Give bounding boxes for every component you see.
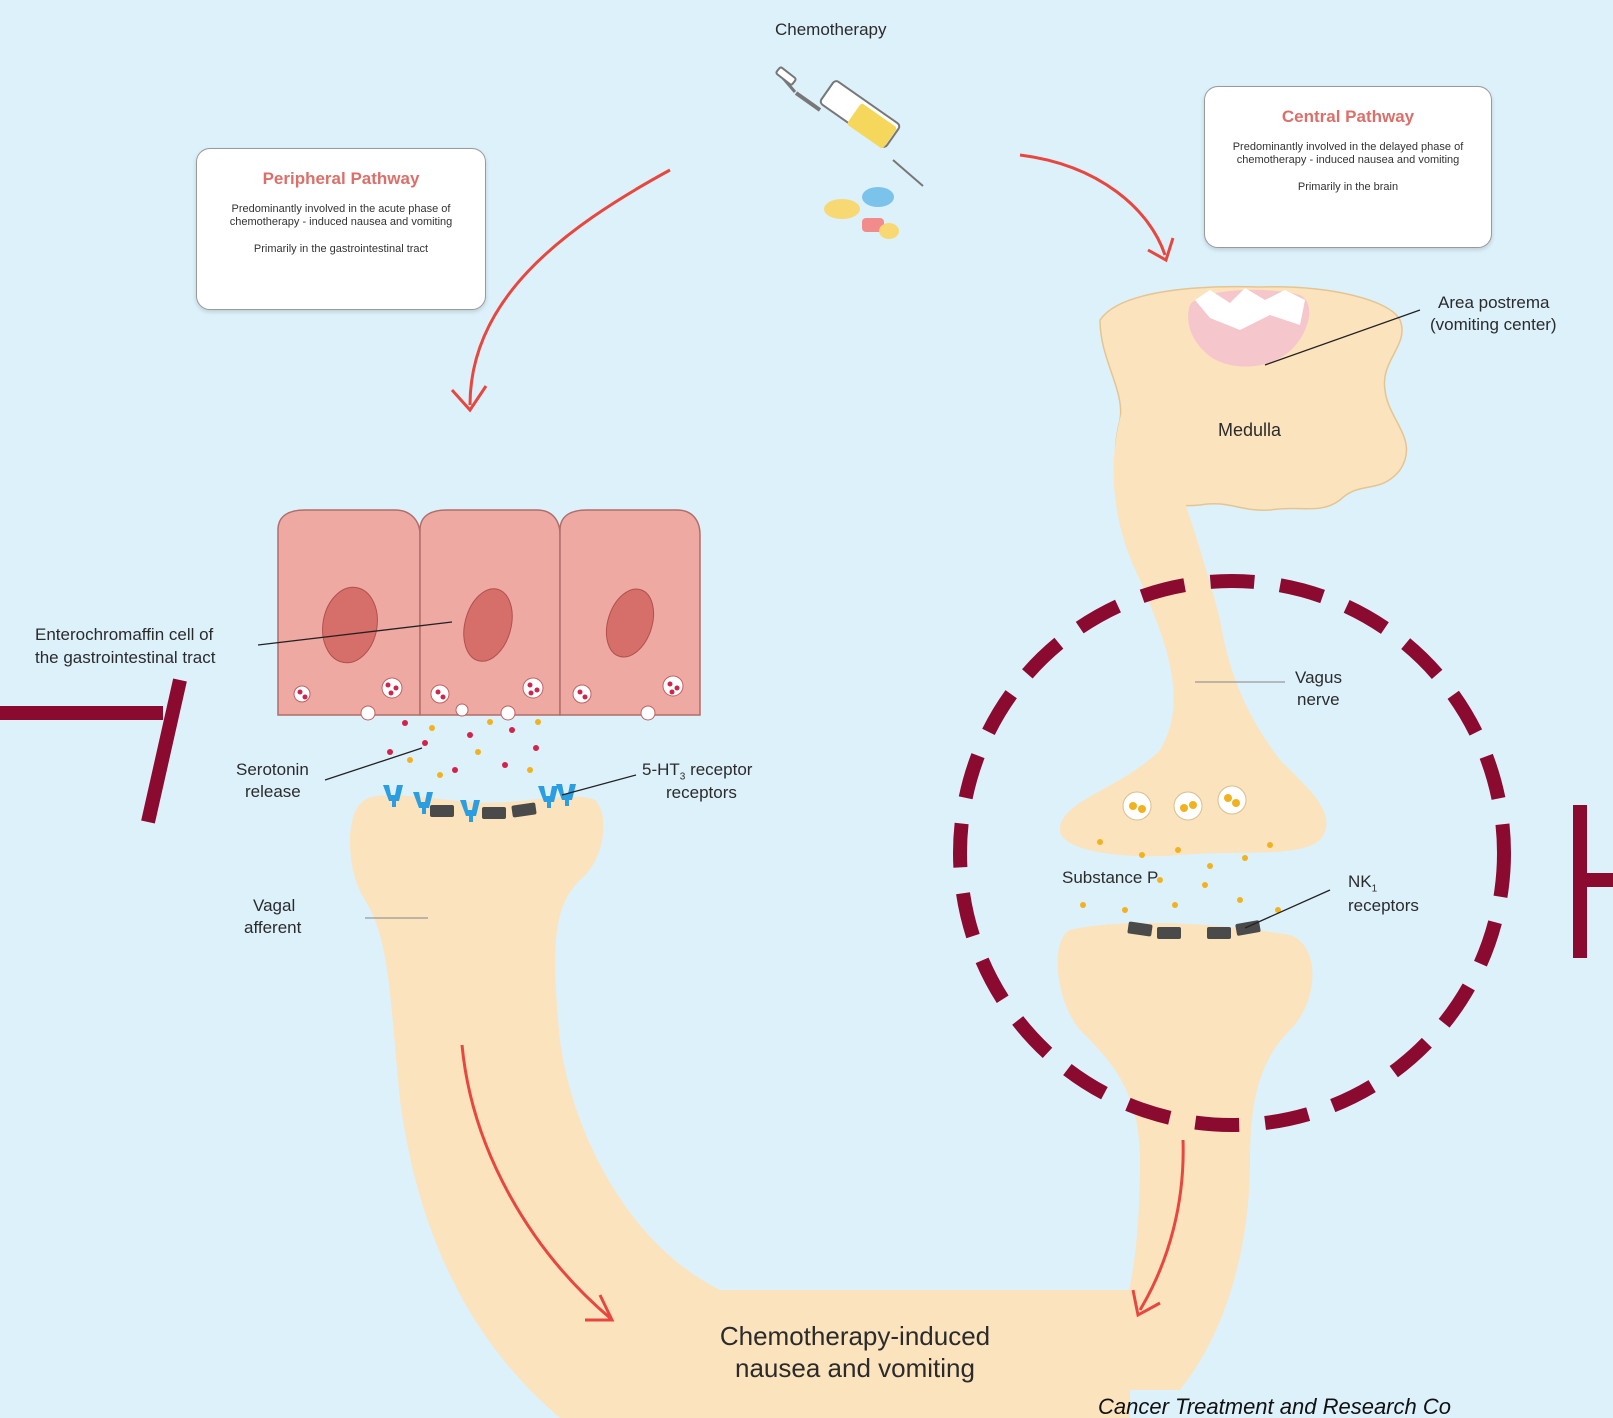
enterochromaffin-label: Enterochromaffin cell of bbox=[35, 625, 213, 645]
peripheral-title: Peripheral Pathway bbox=[197, 169, 485, 189]
serotonin-sublabel: release bbox=[245, 782, 301, 802]
cinv-label-line2: nausea and vomiting bbox=[700, 1352, 1010, 1384]
nk1-sublabel: receptors bbox=[1348, 896, 1419, 916]
nk1-subscript: 1 bbox=[1372, 883, 1378, 894]
serotonin-label: Serotonin bbox=[236, 760, 309, 780]
vagus-label: Vagus bbox=[1295, 668, 1342, 688]
central-location: Primarily in the brain bbox=[1205, 181, 1491, 193]
source-credit: Cancer Treatment and Research Co bbox=[1098, 1394, 1451, 1418]
vagal-afferent-label: Vagal bbox=[253, 896, 295, 916]
peripheral-pathway-box: Peripheral Pathway Predominantly involve… bbox=[196, 148, 486, 310]
cinv-label: Chemotherapy-induced nausea and vomiting bbox=[700, 1320, 1010, 1384]
5ht3-label-text: 5-HT bbox=[642, 760, 680, 779]
inhibition-mark-right bbox=[1580, 805, 1613, 958]
central-title: Central Pathway bbox=[1205, 107, 1491, 127]
area-postrema-sublabel: (vomiting center) bbox=[1430, 315, 1557, 335]
5ht3-sublabel: receptors bbox=[666, 783, 737, 803]
nk1-label: NK1 bbox=[1348, 872, 1377, 894]
5ht3-label: 5-HT3 receptor bbox=[642, 760, 752, 782]
area-postrema-label: Area postrema bbox=[1438, 293, 1550, 313]
central-desc: Predominantly involved in the delayed ph… bbox=[1223, 141, 1473, 167]
enterochromaffin-cells bbox=[278, 510, 700, 720]
medulla-label: Medulla bbox=[1218, 420, 1281, 441]
enterochromaffin-sublabel: the gastrointestinal tract bbox=[35, 648, 215, 668]
5ht3-label-suffix: receptor bbox=[685, 760, 752, 779]
central-pathway-box: Central Pathway Predominantly involved i… bbox=[1204, 86, 1492, 248]
peripheral-location: Primarily in the gastrointestinal tract bbox=[197, 243, 485, 255]
pills-icon bbox=[824, 187, 899, 239]
arrow-to-central bbox=[1020, 155, 1173, 260]
vagus-sublabel: nerve bbox=[1297, 690, 1340, 710]
vagal-afferent-sublabel: afferent bbox=[244, 918, 301, 938]
chemotherapy-title: Chemotherapy bbox=[775, 20, 887, 40]
serotonin-dots bbox=[387, 719, 541, 778]
syringe-icon bbox=[776, 67, 923, 186]
substance-p-label: Substance P bbox=[1062, 868, 1158, 888]
cinv-label-line1: Chemotherapy-induced bbox=[700, 1320, 1010, 1352]
nk1-label-text: NK bbox=[1348, 872, 1372, 891]
peripheral-desc: Predominantly involved in the acute phas… bbox=[215, 203, 467, 229]
inhibition-mark-left bbox=[0, 680, 180, 822]
